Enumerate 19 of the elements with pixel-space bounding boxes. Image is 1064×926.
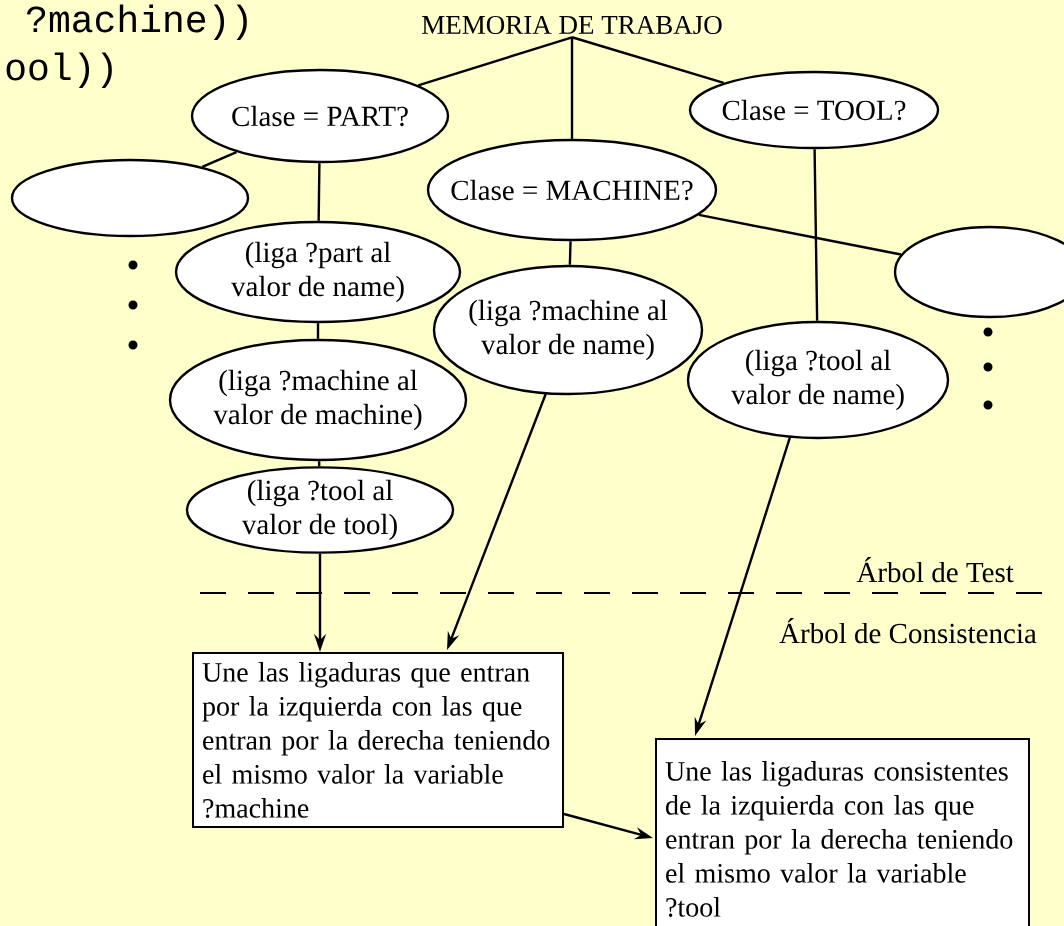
connector-line [813, 149, 819, 321]
connector-line [317, 163, 321, 221]
connector-line [698, 213, 902, 256]
region-label: Árbol de Consistencia [779, 618, 1037, 644]
join-box: Une las ligaduras que entran por la izquierda con las que entran por la derecha teniendo el mismo valor la variable ?machine [192, 652, 564, 828]
empty-ellipse [10, 158, 250, 238]
connector-line [316, 323, 320, 339]
empty-ellipse [893, 225, 1064, 319]
code-text: ?machine)) [26, 4, 247, 40]
code-text: ool)) [6, 52, 112, 88]
connector-line [568, 241, 572, 265]
connector-line [417, 36, 573, 87]
tree-root-label: MEMORIA DE TRABAJO [422, 15, 722, 35]
connector-line [317, 461, 321, 467]
region-label: Árbol de Test [856, 557, 1014, 583]
connector-line [571, 36, 725, 84]
connector-line [201, 150, 237, 168]
join-box: Une las ligaduras consistentes de la izquierda con las que entran por la derecha teniendo el mismo valor la variable ?tool [655, 738, 1030, 926]
connector-line [570, 37, 574, 139]
